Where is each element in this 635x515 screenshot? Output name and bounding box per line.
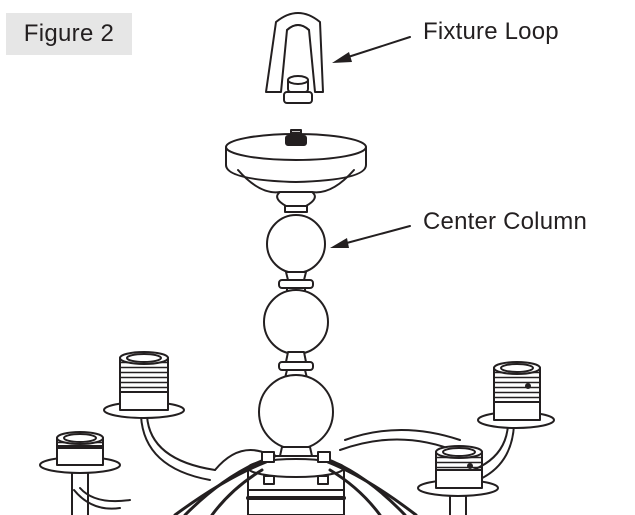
socket-back-left	[103, 351, 185, 419]
canopy	[225, 129, 367, 194]
socket-front-left	[39, 431, 121, 515]
center-column-arrow	[330, 225, 411, 248]
figure-label: Figure 2	[6, 13, 132, 55]
socket-back-right	[477, 361, 555, 429]
center-column	[246, 191, 346, 515]
fixture-loop-label: Fixture Loop	[423, 18, 559, 45]
center-column-label: Center Column	[423, 208, 588, 235]
fixture-loop	[265, 12, 324, 104]
arms	[73, 415, 515, 515]
socket-front-right	[417, 445, 499, 515]
fixture-loop-arrow	[332, 36, 411, 63]
